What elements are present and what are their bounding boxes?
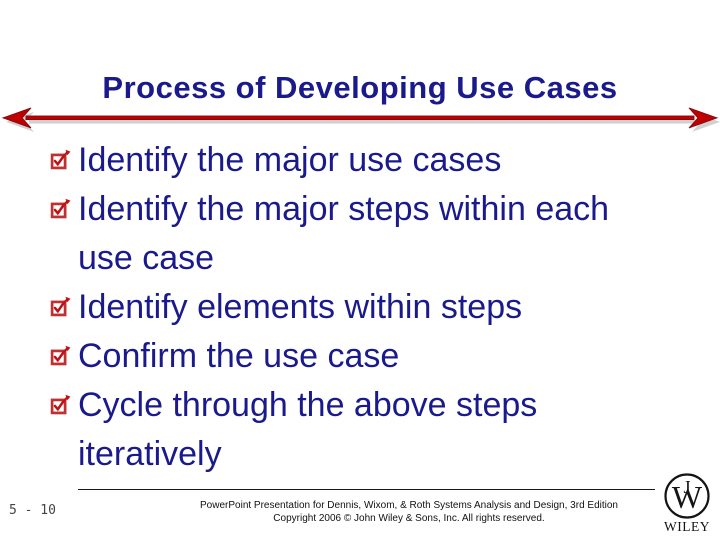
double-headed-arrow-icon	[1, 107, 720, 132]
footer-credits: PowerPoint Presentation for Dennis, Wixo…	[160, 500, 658, 525]
logo-monogram-j: J	[683, 477, 690, 497]
logo-monogram-w: W	[672, 479, 703, 515]
bullet-text: Identify elements within steps	[78, 288, 523, 326]
bullet-text: Identify the major steps within each use…	[78, 190, 610, 277]
checked-checkbox-icon	[50, 296, 71, 317]
bullet-text: Cycle through the above steps iterativel…	[78, 386, 538, 473]
bullet-item: Identify the major steps within each use…	[50, 185, 690, 283]
checked-checkbox-icon	[50, 345, 71, 366]
bullet-item: Confirm the use case	[50, 332, 690, 381]
logo-wordmark: WILEY	[664, 519, 710, 534]
bullet-text: Confirm the use case	[78, 337, 400, 375]
bullet-item: Identify elements within steps	[50, 283, 690, 332]
bullet-list: Identify the major use cases Identify th…	[50, 136, 690, 479]
page-number: 5 - 10	[9, 503, 56, 518]
checked-checkbox-icon	[50, 149, 71, 170]
credit-line-2: Copyright 2006 © John Wiley & Sons, Inc.…	[273, 512, 545, 524]
bullet-text: Identify the major use cases	[78, 141, 502, 179]
bullet-item: Cycle through the above steps iterativel…	[50, 381, 690, 479]
checked-checkbox-icon	[50, 198, 71, 219]
footer-divider	[78, 489, 655, 490]
checked-checkbox-icon	[50, 394, 71, 415]
bullet-item: Identify the major use cases	[50, 136, 690, 185]
wiley-logo: W J WILEY	[664, 473, 710, 534]
credit-line-1: PowerPoint Presentation for Dennis, Wixo…	[200, 500, 618, 511]
slide-title: Process of Developing Use Cases	[102, 70, 618, 105]
